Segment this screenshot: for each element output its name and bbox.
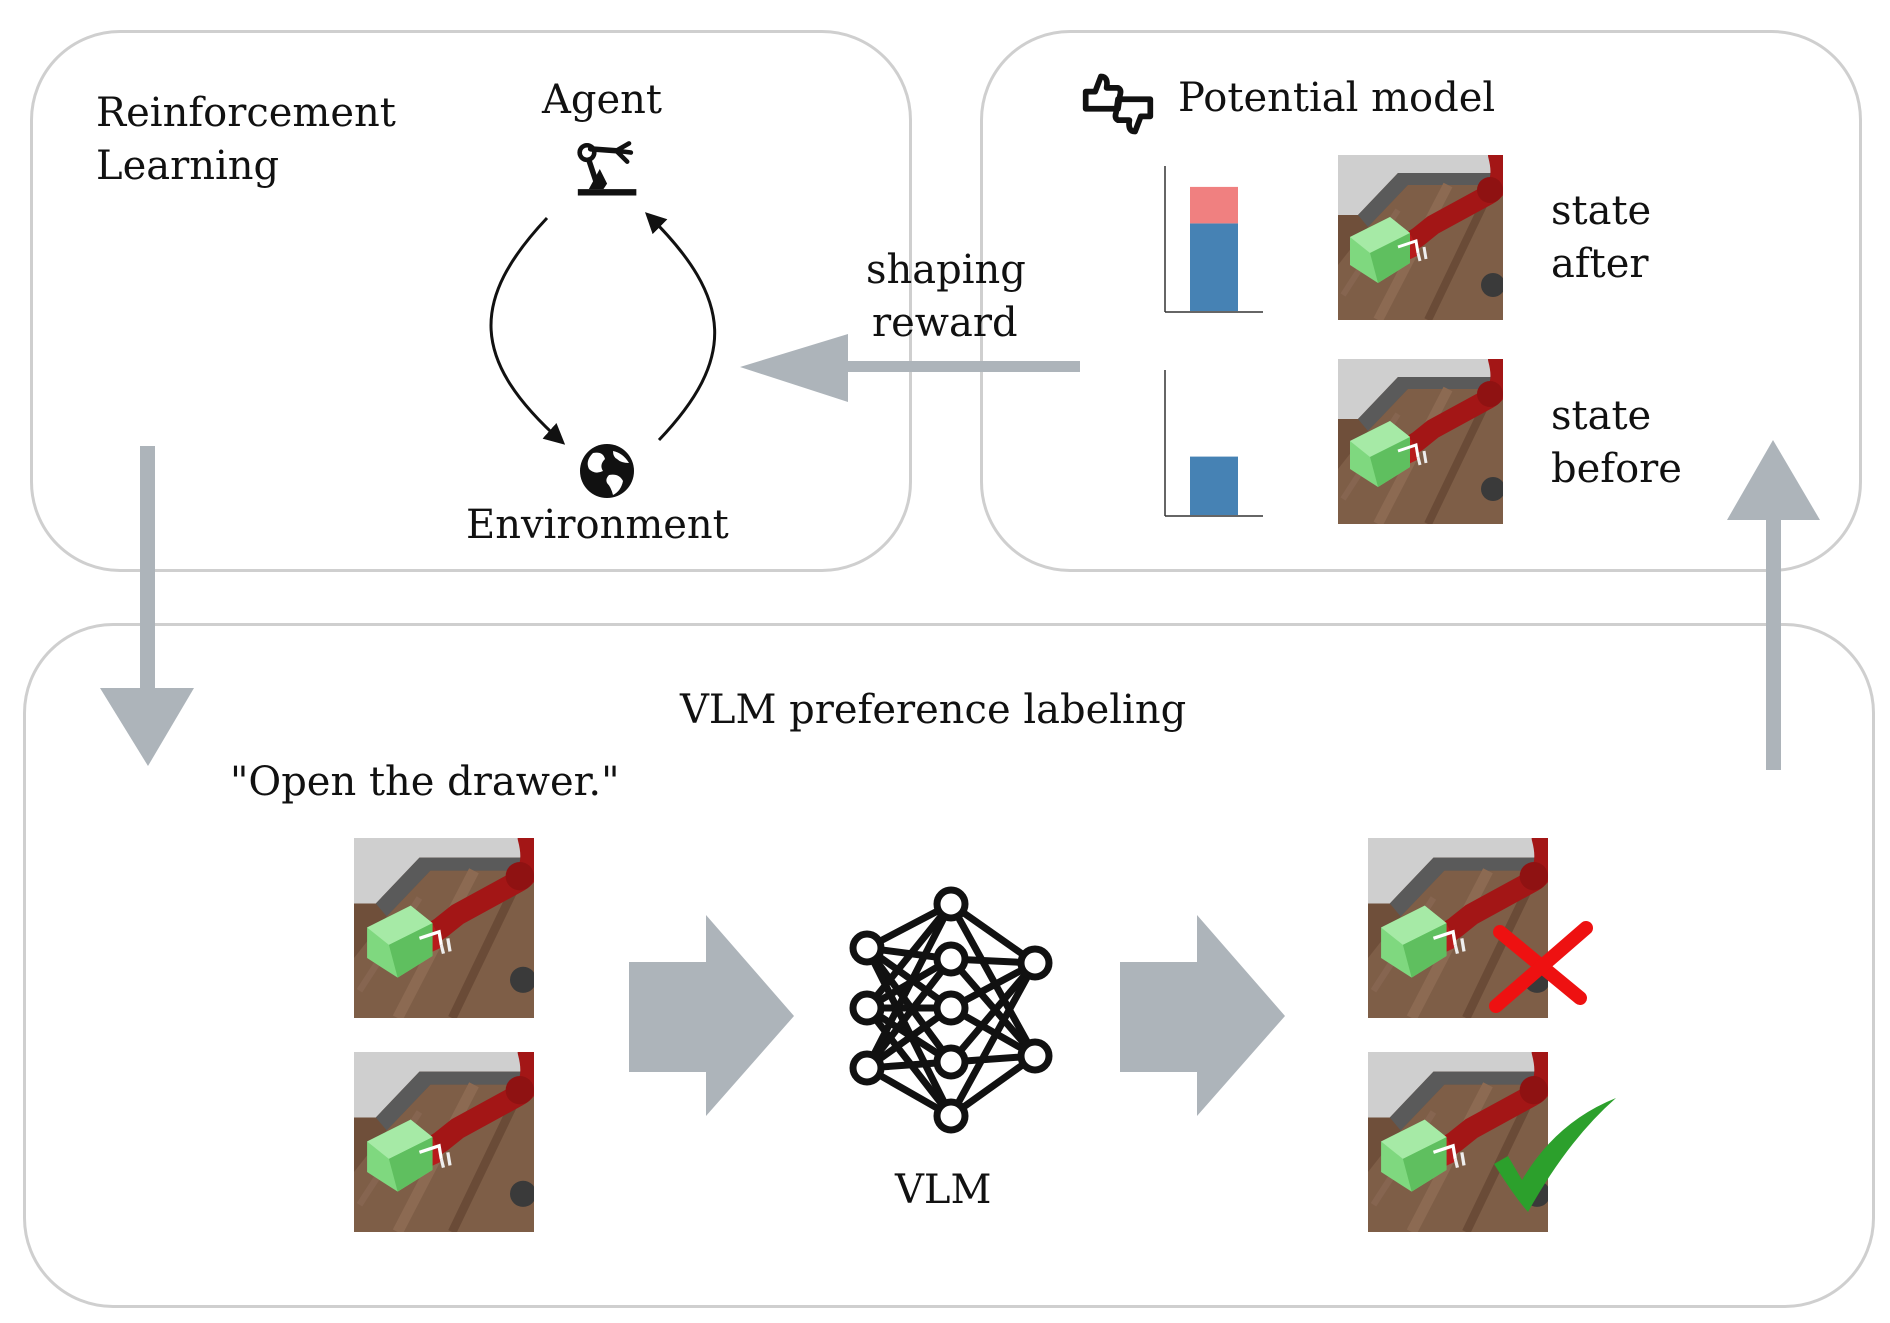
query-image-2 [354,1052,536,1232]
potential-model-title: Potential model [1178,75,1496,121]
nn-edge [863,902,955,1070]
rl-to-vlm-arrow-shaft [140,446,155,694]
neural-network-icon [849,886,1053,1134]
shaping-label: shaping [866,247,1026,293]
nn-edge [948,960,1038,1065]
rl-title-line1: Reinforcement [96,90,396,136]
shaping-reward-arrow-shaft [845,361,1080,372]
nn-edge [864,956,954,1071]
query-image-1 [354,838,536,1018]
nn-node [933,941,969,977]
state-before-label-line1: state [1551,393,1652,439]
vlm-to-potential-arrow-shaft [1766,512,1781,770]
nn-edge [864,901,954,1011]
environment-label: Environment [466,502,729,548]
checkmark-icon [1494,1098,1616,1212]
input-to-vlm-arrow [629,915,794,1116]
rl-title-line2: Learning [96,143,280,189]
environment-to-agent-arrow [644,212,717,442]
nn-node [933,1044,969,1080]
nn-node [933,990,969,1026]
agent-to-environment-arrow [489,216,566,445]
state-before-image [1338,359,1505,524]
shaping-reward-arrowhead [740,334,848,402]
thumbs-up-down-icon [1086,76,1151,131]
reward-label: reward [872,300,1018,346]
agent-label: Agent [542,77,662,123]
state-before-label-line2: before [1551,446,1682,492]
instruction-text: "Open the drawer." [230,759,620,805]
state-after-image [1338,155,1505,320]
state-after-label-line2: after [1551,241,1649,287]
robot-arm-icon [578,143,637,195]
globe-icon [580,444,634,498]
state-after-label-line1: state [1551,188,1652,234]
nn-node [933,1098,969,1134]
nn-node [849,930,885,966]
nn-edge [947,902,1039,1058]
nn-node [933,886,969,922]
bar-segment-2 [1190,186,1238,224]
vlm-panel [23,623,1875,1308]
potential-model-panel [980,30,1862,572]
nn-node [849,990,885,1026]
bar-segment-1 [1190,223,1238,311]
shaping-reward-arrow-head [738,334,740,401]
nn-edge [947,961,1039,1118]
vlm-to-output-arrow [1120,915,1285,1116]
rl-panel [30,30,912,572]
vlm-label: VLM [895,1167,992,1213]
nn-node [1017,945,1053,981]
potential-chart-after [1164,166,1263,313]
potential-chart-before [1164,370,1263,517]
nn-node [849,1050,885,1086]
rl-to-vlm-arrowhead [100,688,194,766]
bar-segment-1 [1190,456,1238,515]
vlm-panel-title: VLM preference labeling [680,687,1187,733]
cross-icon [1489,921,1593,1013]
nn-node [1017,1038,1053,1074]
vlm-to-potential-arrowhead [1727,440,1820,520]
